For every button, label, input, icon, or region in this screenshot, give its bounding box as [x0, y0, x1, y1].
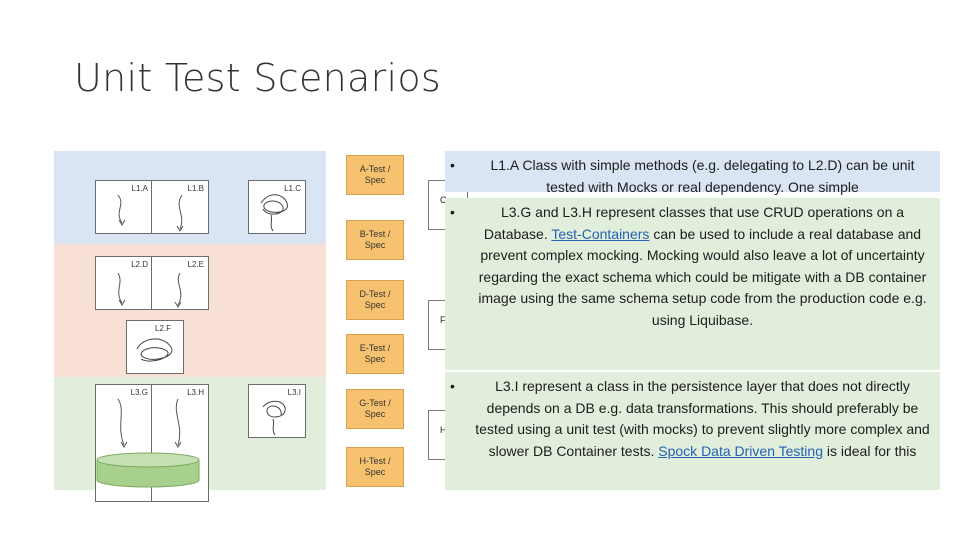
unit-l2d: L2.D	[95, 256, 153, 310]
bullet-icon: •	[450, 376, 455, 398]
unit-l3i: L3.I	[248, 384, 306, 438]
test-containers-link[interactable]: Test-Containers	[551, 226, 649, 242]
flow-arrow-icon	[152, 385, 210, 455]
bullet-icon: •	[450, 155, 455, 177]
note-1: • L1.A Class with simple methods (e.g. d…	[473, 155, 932, 198]
unit-l1c: L1.C	[248, 180, 306, 234]
spec-e: E-Test / Spec	[346, 334, 404, 374]
unit-l2f: L2.F	[126, 320, 184, 374]
note-2: • L3.G and L3.H represent classes that u…	[473, 202, 932, 331]
note-panel-2: • L3.G and L3.H represent classes that u…	[445, 198, 940, 370]
unit-l1b: L1.B	[151, 180, 209, 234]
spec-h: H-Test / Spec	[346, 447, 404, 487]
slide-title: Unit Test Scenarios	[74, 56, 441, 100]
spec-b: B-Test / Spec	[346, 220, 404, 260]
note-panel-1: • L1.A Class with simple methods (e.g. d…	[445, 151, 940, 192]
tangled-flow-icon	[249, 385, 307, 439]
flow-arrow-icon	[96, 385, 154, 455]
note-3-text-end: is ideal for this	[827, 443, 916, 459]
note-panel-3: • L3.I represent a class in the persiste…	[445, 372, 940, 490]
unit-l2e: L2.E	[151, 256, 209, 310]
unit-l1a: L1.A	[95, 180, 153, 234]
spec-d: D-Test / Spec	[346, 280, 404, 320]
tangled-flow-icon	[127, 321, 185, 375]
flow-arrow-icon	[96, 257, 154, 311]
bullet-icon: •	[450, 202, 455, 224]
note-1-text: L1.A Class with simple methods (e.g. del…	[490, 157, 914, 195]
flow-arrow-icon	[152, 181, 210, 235]
note-3: • L3.I represent a class in the persiste…	[473, 376, 932, 462]
flow-arrow-icon	[96, 181, 154, 235]
flow-arrow-icon	[152, 257, 210, 311]
tangled-flow-icon	[249, 181, 307, 235]
spock-data-driven-testing-link[interactable]: Spock Data Driven Testing	[658, 443, 823, 459]
spec-a: A-Test / Spec	[346, 155, 404, 195]
spec-g: G-Test / Spec	[346, 389, 404, 429]
database-icon	[96, 452, 200, 488]
